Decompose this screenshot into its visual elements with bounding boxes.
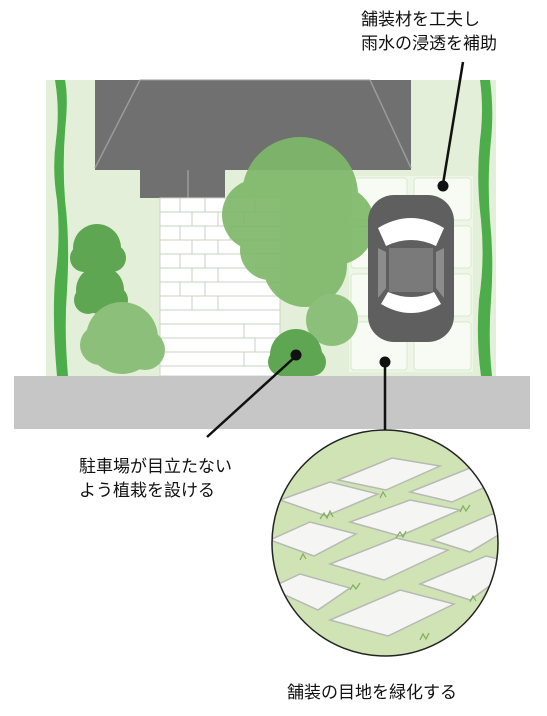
label-planting-line2: よう植栽を設ける xyxy=(79,481,215,501)
tree-large-center xyxy=(222,137,375,307)
house-roof xyxy=(94,79,412,198)
callout-dot-paving xyxy=(437,180,449,192)
callout-line-planting xyxy=(206,355,297,438)
hedge-right xyxy=(477,80,493,376)
callout-dot-planting xyxy=(290,349,302,361)
label-planting-line1: 駐車場が目立たない xyxy=(79,457,232,477)
tree-small-left-top xyxy=(70,224,126,272)
tree-left-bottom xyxy=(80,302,165,374)
label-green-joints: 舗装の目地を緑化する xyxy=(287,683,457,703)
paving-joints-detail-circle xyxy=(271,429,499,657)
road xyxy=(14,376,530,429)
callout-line-paving xyxy=(441,61,465,185)
tree-small-center-right xyxy=(306,294,358,346)
label-paving-line1: 舗装材を工夫し xyxy=(361,10,480,30)
hedge-left xyxy=(53,80,69,376)
label-paving-line2: 雨水の浸透を補助 xyxy=(361,34,497,54)
label-paving-material: 舗装材を工夫し 雨水の浸透を補助 xyxy=(361,8,497,56)
callout-dot-joints xyxy=(379,356,391,368)
label-planting: 駐車場が目立たない よう植栽を設ける xyxy=(79,455,232,503)
car-top-view xyxy=(368,195,454,342)
